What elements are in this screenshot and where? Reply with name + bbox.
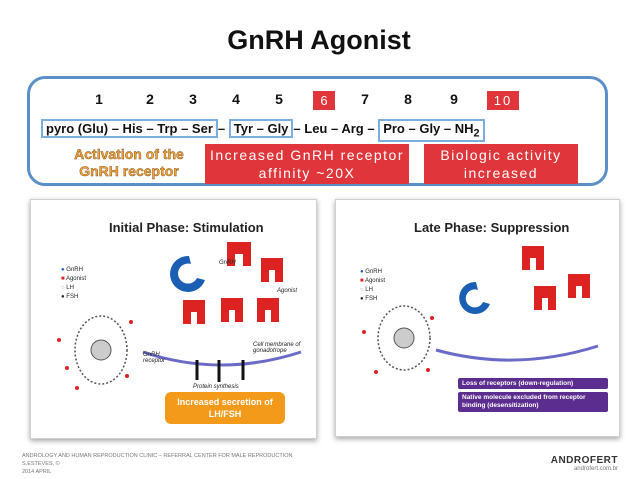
stimulation-illustration <box>57 242 302 390</box>
receptor-affinity-box: Increased GnRH receptor affinity ~20X <box>205 144 409 184</box>
sequence-separator: – <box>217 121 229 136</box>
synthesis-label: Protein synthesis <box>193 384 239 390</box>
cell-membrane-curve <box>142 350 302 367</box>
sequence-end-highlight: Pro – Gly – NH2 <box>378 119 485 142</box>
activation-label: Activation of the GnRH receptor <box>74 146 184 179</box>
sequence-part-3: Leu – Arg <box>304 121 368 136</box>
brand-logo: ANDROFERT androfert.com.br <box>551 455 618 472</box>
position-9: 9 <box>450 91 458 107</box>
footer: ANDROLOGY AND HUMAN REPRODUCTION CLINIC … <box>22 452 292 476</box>
sequence-part-1: pyro (Glu) – His – Trp – Ser <box>46 121 213 136</box>
position-8: 8 <box>404 91 412 107</box>
down-regulation-box: Loss of receptors (down-regulation) <box>458 378 608 389</box>
legend-gnrh: ● GnRH <box>61 267 83 273</box>
agonist-molecules <box>522 246 590 310</box>
legend-agonist: ■ Agonist <box>61 276 86 282</box>
sequence-part-4: Pro – Gly – NH <box>383 121 474 136</box>
sequence-start-highlight: pyro (Glu) – His – Trp – Ser <box>41 119 218 138</box>
gonadotrope-cell <box>74 315 128 385</box>
position-2: 2 <box>146 91 154 107</box>
legend-lh: ○ LH <box>61 285 74 291</box>
legend-label: GnRH <box>66 267 83 273</box>
legend-label: LH <box>365 287 373 293</box>
initial-phase-title: Initial Phase: Stimulation <box>109 220 264 235</box>
gnrh-molecule <box>459 281 490 314</box>
agonist-molecules <box>183 242 283 324</box>
sequence-separator: – <box>367 121 379 136</box>
sequence-separator: – <box>293 121 305 136</box>
sequence-tyr-gly-highlight: Tyr – Gly <box>228 119 294 138</box>
initial-phase-panel: Initial Phase: Stimulation ● GnRH ■ Agon… <box>30 199 317 439</box>
legend-label: Agonist <box>364 278 385 284</box>
legend-gnrh: ● GnRH <box>360 269 382 275</box>
initial-legend: ● GnRH ■ Agonist ○ LH ● FSH <box>61 266 86 302</box>
synthesis-arrows <box>195 360 245 382</box>
legend-lh: ○ LH <box>360 287 373 293</box>
late-legend: ● GnRH ■ Agonist ○ LH ● FSH <box>360 268 385 304</box>
position-3: 3 <box>189 91 197 107</box>
position-7: 7 <box>361 91 369 107</box>
legend-label: GnRH <box>365 269 382 275</box>
legend-label: FSH <box>365 296 378 302</box>
brand-url: androfert.com.br <box>573 466 618 472</box>
desensitization-box: Native molecule excluded from receptor b… <box>458 392 608 412</box>
sequence-part-2: Tyr – Gly <box>233 121 289 136</box>
gnrh-molecule <box>170 255 205 292</box>
position-10-badge: 10 <box>487 91 519 110</box>
hormone-dots <box>57 320 133 390</box>
slide-title: GnRH Agonist <box>227 25 411 55</box>
footer-line-1: ANDROLOGY AND HUMAN REPRODUCTION CLINIC … <box>22 453 293 459</box>
legend-fsh: ● FSH <box>61 294 79 300</box>
suppression-illustration <box>362 246 599 374</box>
cell-membrane-curve <box>435 344 599 362</box>
late-phase-title: Late Phase: Suppression <box>414 220 570 235</box>
brand-name: ANDROFERT <box>550 455 618 466</box>
footer-line-3: 2014 APRIL <box>22 469 52 475</box>
gonadotrope-cell <box>377 305 431 371</box>
legend-label: Agonist <box>65 276 86 282</box>
biologic-activity-box: Biologic activity increased <box>424 144 578 184</box>
position-4: 4 <box>232 91 240 107</box>
footer-line-2: S.ESTEVES, © <box>22 461 60 467</box>
legend-agonist: ■ Agonist <box>360 278 385 284</box>
legend-fsh: ● FSH <box>360 296 378 302</box>
membrane-label: Cell membrane of gonadotrope <box>253 342 301 354</box>
amino-acid-sequence: pyro (Glu) – His – Trp – Ser – Tyr – Gly… <box>41 119 485 142</box>
agonist-label: Agonist <box>277 288 298 294</box>
legend-label: LH <box>66 285 74 291</box>
gnrh-label: GnRH <box>219 260 236 266</box>
late-phase-panel: Late Phase: Suppression ● GnRH ■ Agonist… <box>335 199 620 437</box>
receptor-label: GnRH receptor <box>143 352 166 364</box>
nh2-subscript: 2 <box>473 127 480 140</box>
position-5: 5 <box>275 91 283 107</box>
increased-secretion-box: Increased secretion of LH/FSH <box>165 392 285 424</box>
sequence-box <box>27 76 608 186</box>
hormone-dots <box>362 316 434 374</box>
position-1: 1 <box>95 91 103 107</box>
position-6-badge: 6 <box>313 91 335 110</box>
legend-label: FSH <box>66 294 79 300</box>
